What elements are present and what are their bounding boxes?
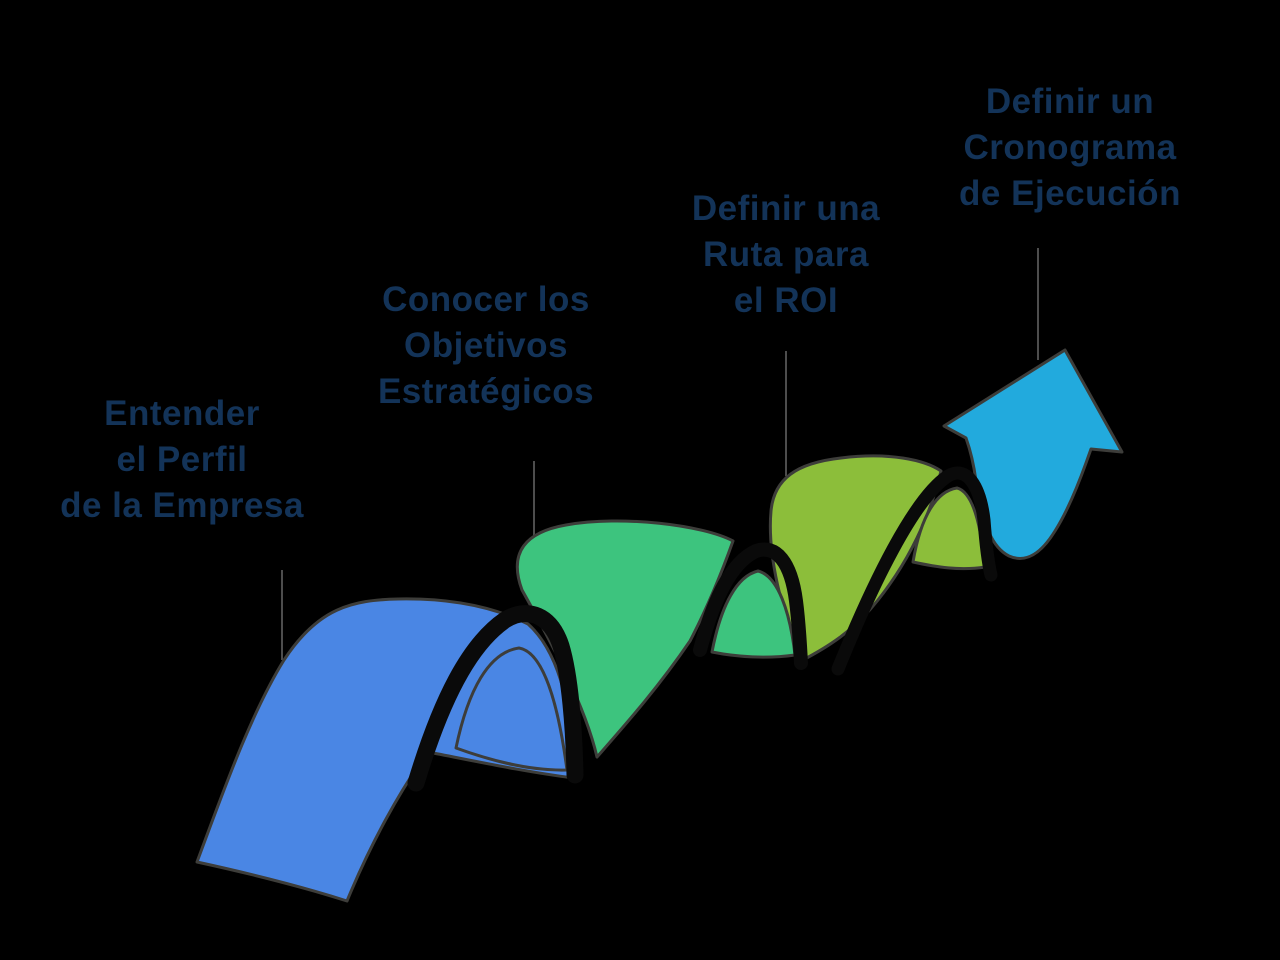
ribbon-underfold-arch-step-2 (710, 569, 797, 659)
step-label-2: Conocer los Objetivos Estratégicos (377, 280, 595, 411)
ribbon-underfold-arch-step-1 (454, 646, 569, 772)
step-label-4: Definir un Cronograma de Ejecución (959, 82, 1181, 213)
step-label-3: Definir una Ruta para el ROI (691, 189, 881, 320)
ribbon-fold-step-3 (831, 466, 998, 676)
ribbon-underfold-arch-step-3 (911, 486, 987, 571)
step-label-1: Entender el Perfil de la Empresa (60, 394, 304, 525)
ribbon-fold-step-2 (693, 542, 808, 670)
ribbon-arrow-step-4 (942, 348, 1124, 560)
ribbon-fold-step-1 (407, 605, 584, 792)
ribbon-band-step-3 (768, 454, 943, 663)
